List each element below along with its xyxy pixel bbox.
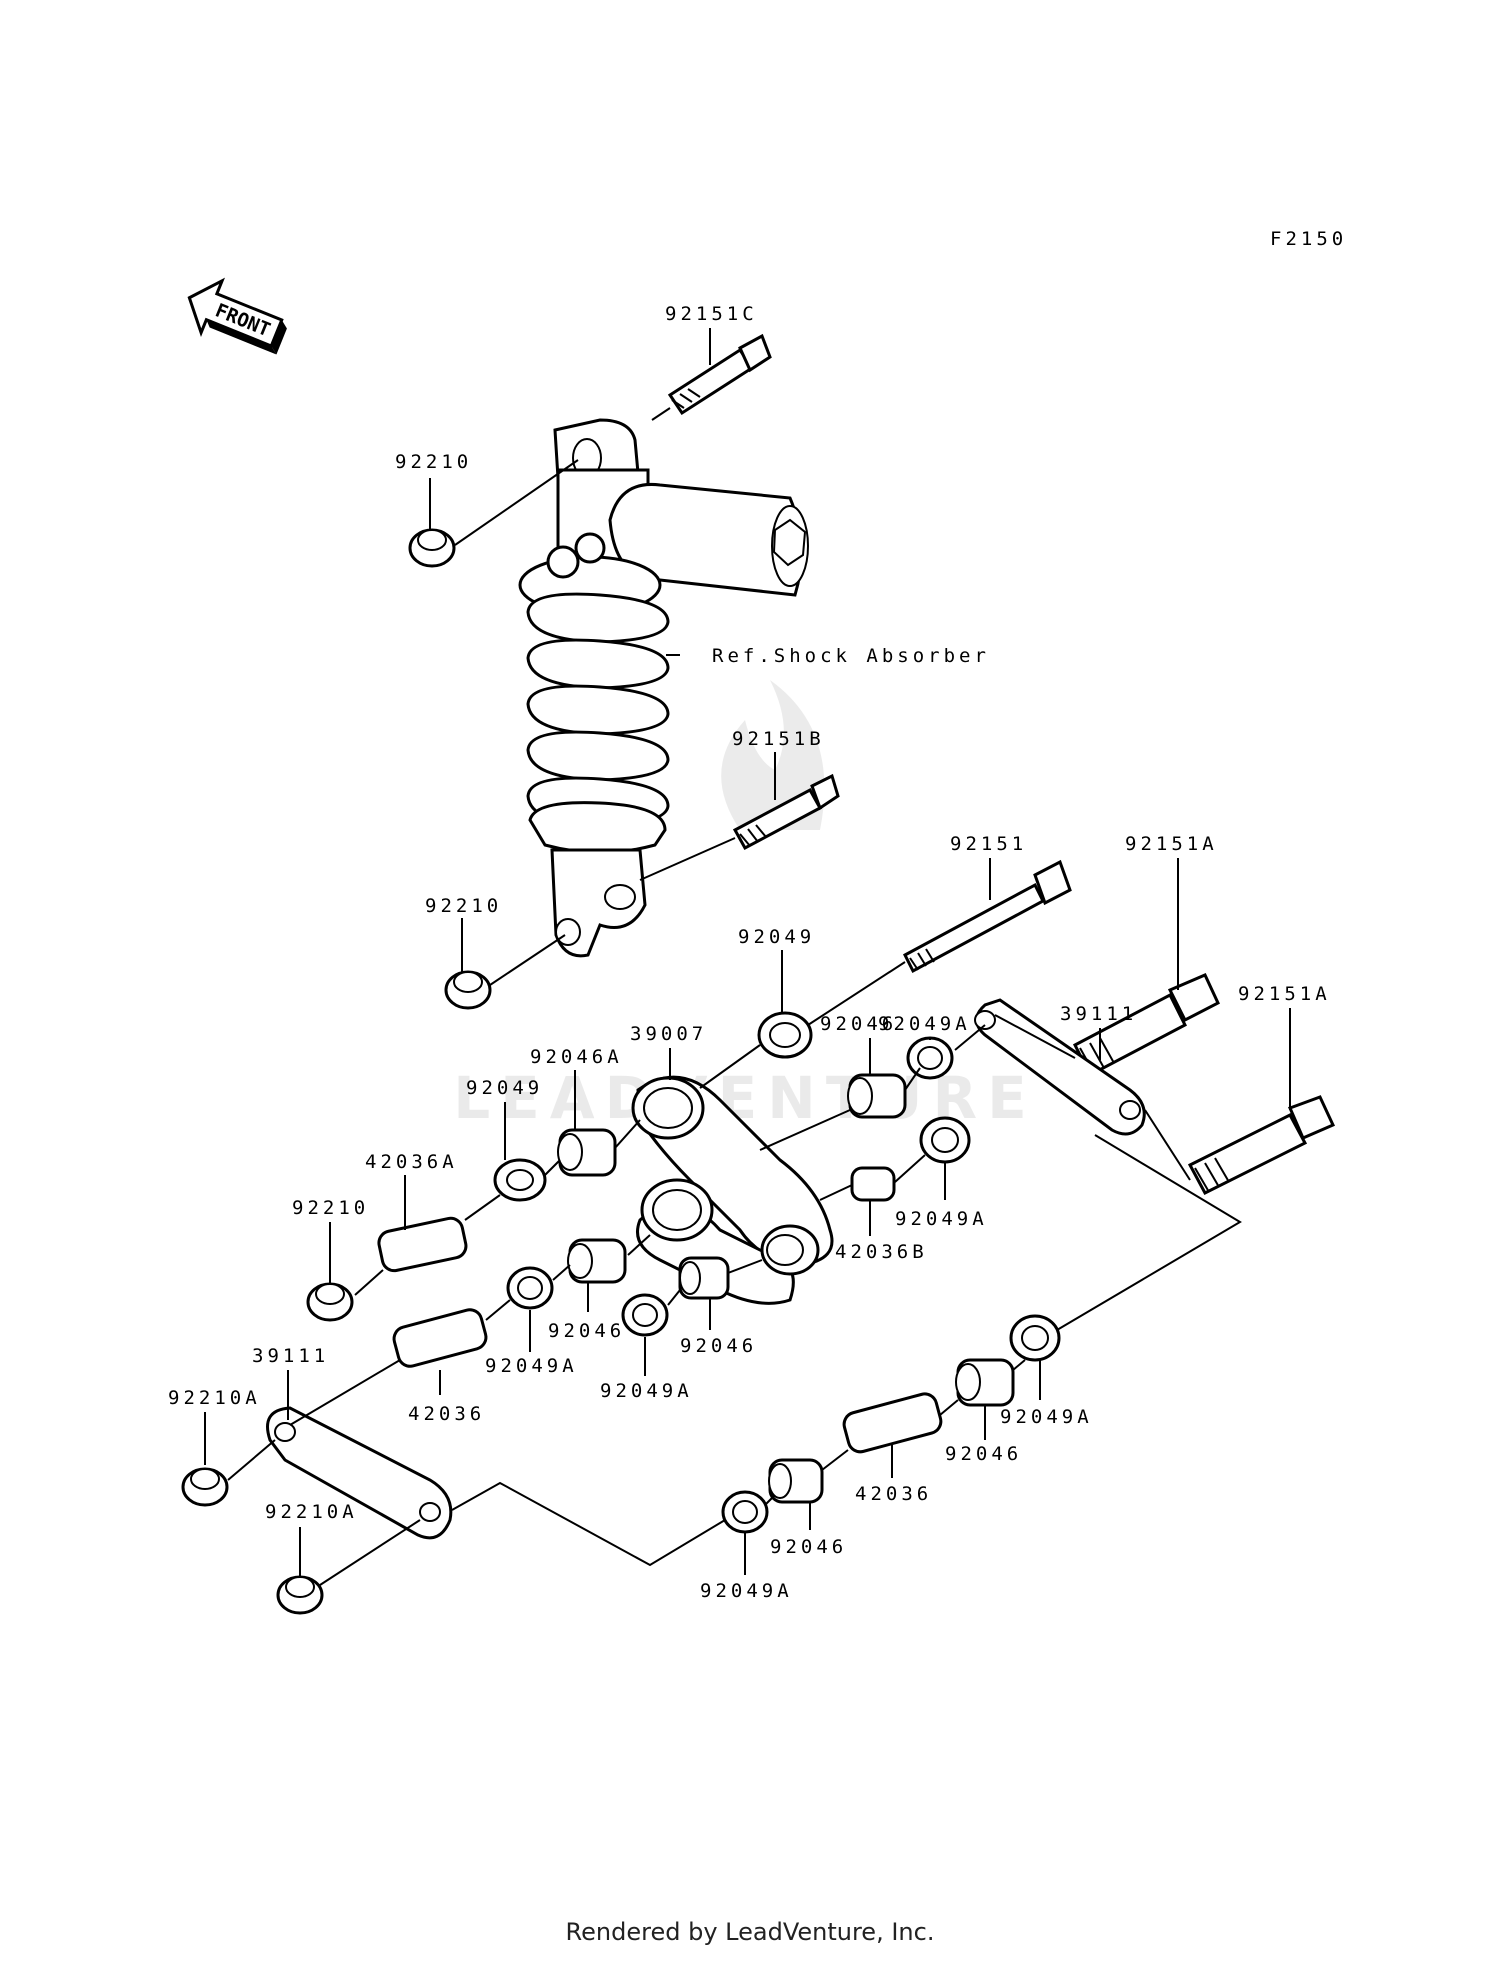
label-92049a-low: 92049A	[485, 1355, 578, 1377]
label-92210a-left: 92210A	[168, 1387, 261, 1409]
label-92046-right: 92046	[820, 1013, 897, 1035]
bearing-92046-low	[678, 1256, 730, 1300]
label-92049a-right: 92049A	[1000, 1406, 1093, 1428]
label-92210-top: 92210	[395, 451, 472, 473]
label-92210-left: 92210	[292, 1197, 369, 1219]
nut-92210-left	[306, 1282, 354, 1322]
nut-92210a-bottom	[276, 1575, 324, 1615]
label-39007: 39007	[630, 1023, 707, 1045]
shock-absorber	[518, 418, 809, 958]
bearing-92046-mid	[567, 1238, 627, 1284]
seal-92049-left	[493, 1158, 547, 1202]
callout-leaders	[204, 328, 1291, 1577]
callout-labels: 92151C 92210 Ref.Shock Absorber 92151B 9…	[168, 303, 1331, 1602]
nut-92210-top	[408, 528, 456, 568]
collar-42036a	[377, 1216, 468, 1273]
label-ref-shock-absorber: Ref.Shock Absorber	[712, 645, 990, 667]
seal-92049-top	[757, 1011, 813, 1059]
bearing-92046-bottom	[768, 1458, 824, 1504]
label-42036-low: 42036	[408, 1403, 485, 1425]
label-42036a: 42036A	[365, 1151, 458, 1173]
bolt-92151c	[667, 333, 772, 416]
seal-92049a-top	[906, 1036, 954, 1080]
label-92049-left: 92049	[466, 1077, 543, 1099]
rocker-arm-39007	[631, 1075, 834, 1305]
front-arrow-icon: FRONT	[187, 277, 287, 355]
bearing-92046a	[557, 1128, 617, 1177]
label-42036-right: 42036	[855, 1483, 932, 1505]
link-39111-right	[974, 998, 1146, 1136]
bolt-92151a-lower	[1187, 1095, 1336, 1195]
assembly-lines	[227, 407, 1242, 1586]
link-39111-left	[266, 1406, 453, 1540]
label-92046-low: 92046	[680, 1335, 757, 1357]
label-92046-mid: 92046	[548, 1320, 625, 1342]
seal-92049a-lower	[621, 1293, 669, 1337]
bolt-92151a-upper	[1073, 973, 1220, 1078]
seal-92049a-low	[506, 1266, 554, 1310]
bolt-92151	[903, 859, 1072, 974]
bearing-92046-right-low	[955, 1358, 1015, 1407]
label-39111-right: 39111	[1060, 1003, 1137, 1025]
footer-credit: Rendered by LeadVenture, Inc.	[565, 1918, 935, 1946]
label-92049a-top: 92049A	[878, 1013, 971, 1035]
seal-92049a-right	[1009, 1314, 1061, 1362]
label-39111-left: 39111	[252, 1345, 329, 1367]
nut-92210a-left	[181, 1467, 229, 1507]
label-92049a-bottom: 92049A	[700, 1580, 793, 1602]
label-92210-mid: 92210	[425, 895, 502, 917]
label-92151a-lower: 92151A	[1238, 983, 1331, 1005]
label-92151a-upper: 92151A	[1125, 833, 1218, 855]
label-92210a-bottom: 92210A	[265, 1501, 358, 1523]
seal-92049a-bottom	[721, 1490, 769, 1534]
label-92046-right-low: 92046	[945, 1443, 1022, 1465]
collar-42036-right	[842, 1392, 943, 1454]
label-92046a: 92046A	[530, 1046, 623, 1068]
bolt-92151b	[732, 773, 840, 851]
seal-92049a-mid	[919, 1116, 971, 1164]
label-92151: 92151	[950, 833, 1027, 855]
label-92049a-lower: 92049A	[600, 1380, 693, 1402]
label-42036b: 42036B	[835, 1241, 928, 1263]
collar-42036-low	[392, 1308, 488, 1368]
label-92046-bottom: 92046	[770, 1536, 847, 1558]
label-92049-top: 92049	[738, 926, 815, 948]
label-92049a-mid: 92049A	[895, 1208, 988, 1230]
label-92151c: 92151C	[665, 303, 758, 325]
label-92151b: 92151B	[732, 728, 825, 750]
collar-42036b	[850, 1166, 896, 1202]
figure-code: F2150	[1270, 228, 1347, 250]
bearing-92046-right	[847, 1073, 907, 1119]
nut-92210-mid	[444, 970, 492, 1010]
